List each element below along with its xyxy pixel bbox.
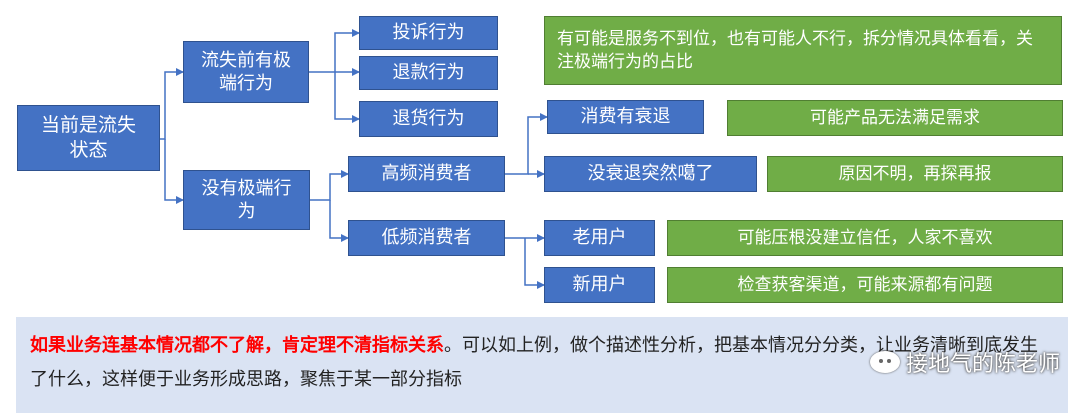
summary-text: 。可以如上例，做个描述性分析，把基本情况分分类，让业务清晰到底发生了什么，这样便…	[30, 335, 1038, 390]
root-node: 当前是流失状态	[17, 105, 160, 171]
branch-extreme-behavior: 流失前有极端行为	[183, 41, 309, 103]
note-old-user: 可能压根没建立信任，人家不喜欢	[667, 220, 1063, 256]
node-return: 退货行为	[359, 101, 498, 137]
summary-highlight: 如果业务连基本情况都不了解，肯定理不清指标关系	[30, 335, 444, 356]
note-sudden-churn: 原因不明，再探再报	[767, 156, 1063, 192]
node-complaint: 投诉行为	[359, 16, 498, 50]
node-consumption-decline: 消费有衰退	[547, 100, 704, 134]
watermark: 接地气的陈老师	[869, 346, 1060, 378]
node-sudden-churn: 没衰退突然噶了	[544, 156, 757, 192]
branch-no-extreme-behavior: 没有极端行为	[183, 170, 310, 230]
node-high-frequency-consumer: 高频消费者	[348, 156, 505, 192]
node-old-user: 老用户	[544, 220, 655, 256]
node-low-frequency-consumer: 低频消费者	[348, 220, 505, 256]
note-new-user: 检查获客渠道，可能来源都有问题	[667, 267, 1063, 303]
node-refund: 退款行为	[359, 56, 498, 90]
note-extreme-behavior: 有可能是服务不到位，也有可能人不行，拆分情况具体看看，关注极端行为的占比	[544, 16, 1062, 85]
node-new-user: 新用户	[544, 267, 655, 303]
note-consumption-decline: 可能产品无法满足需求	[727, 100, 1063, 136]
wechat-icon	[869, 351, 900, 373]
watermark-text: 接地气的陈老师	[905, 352, 1060, 377]
